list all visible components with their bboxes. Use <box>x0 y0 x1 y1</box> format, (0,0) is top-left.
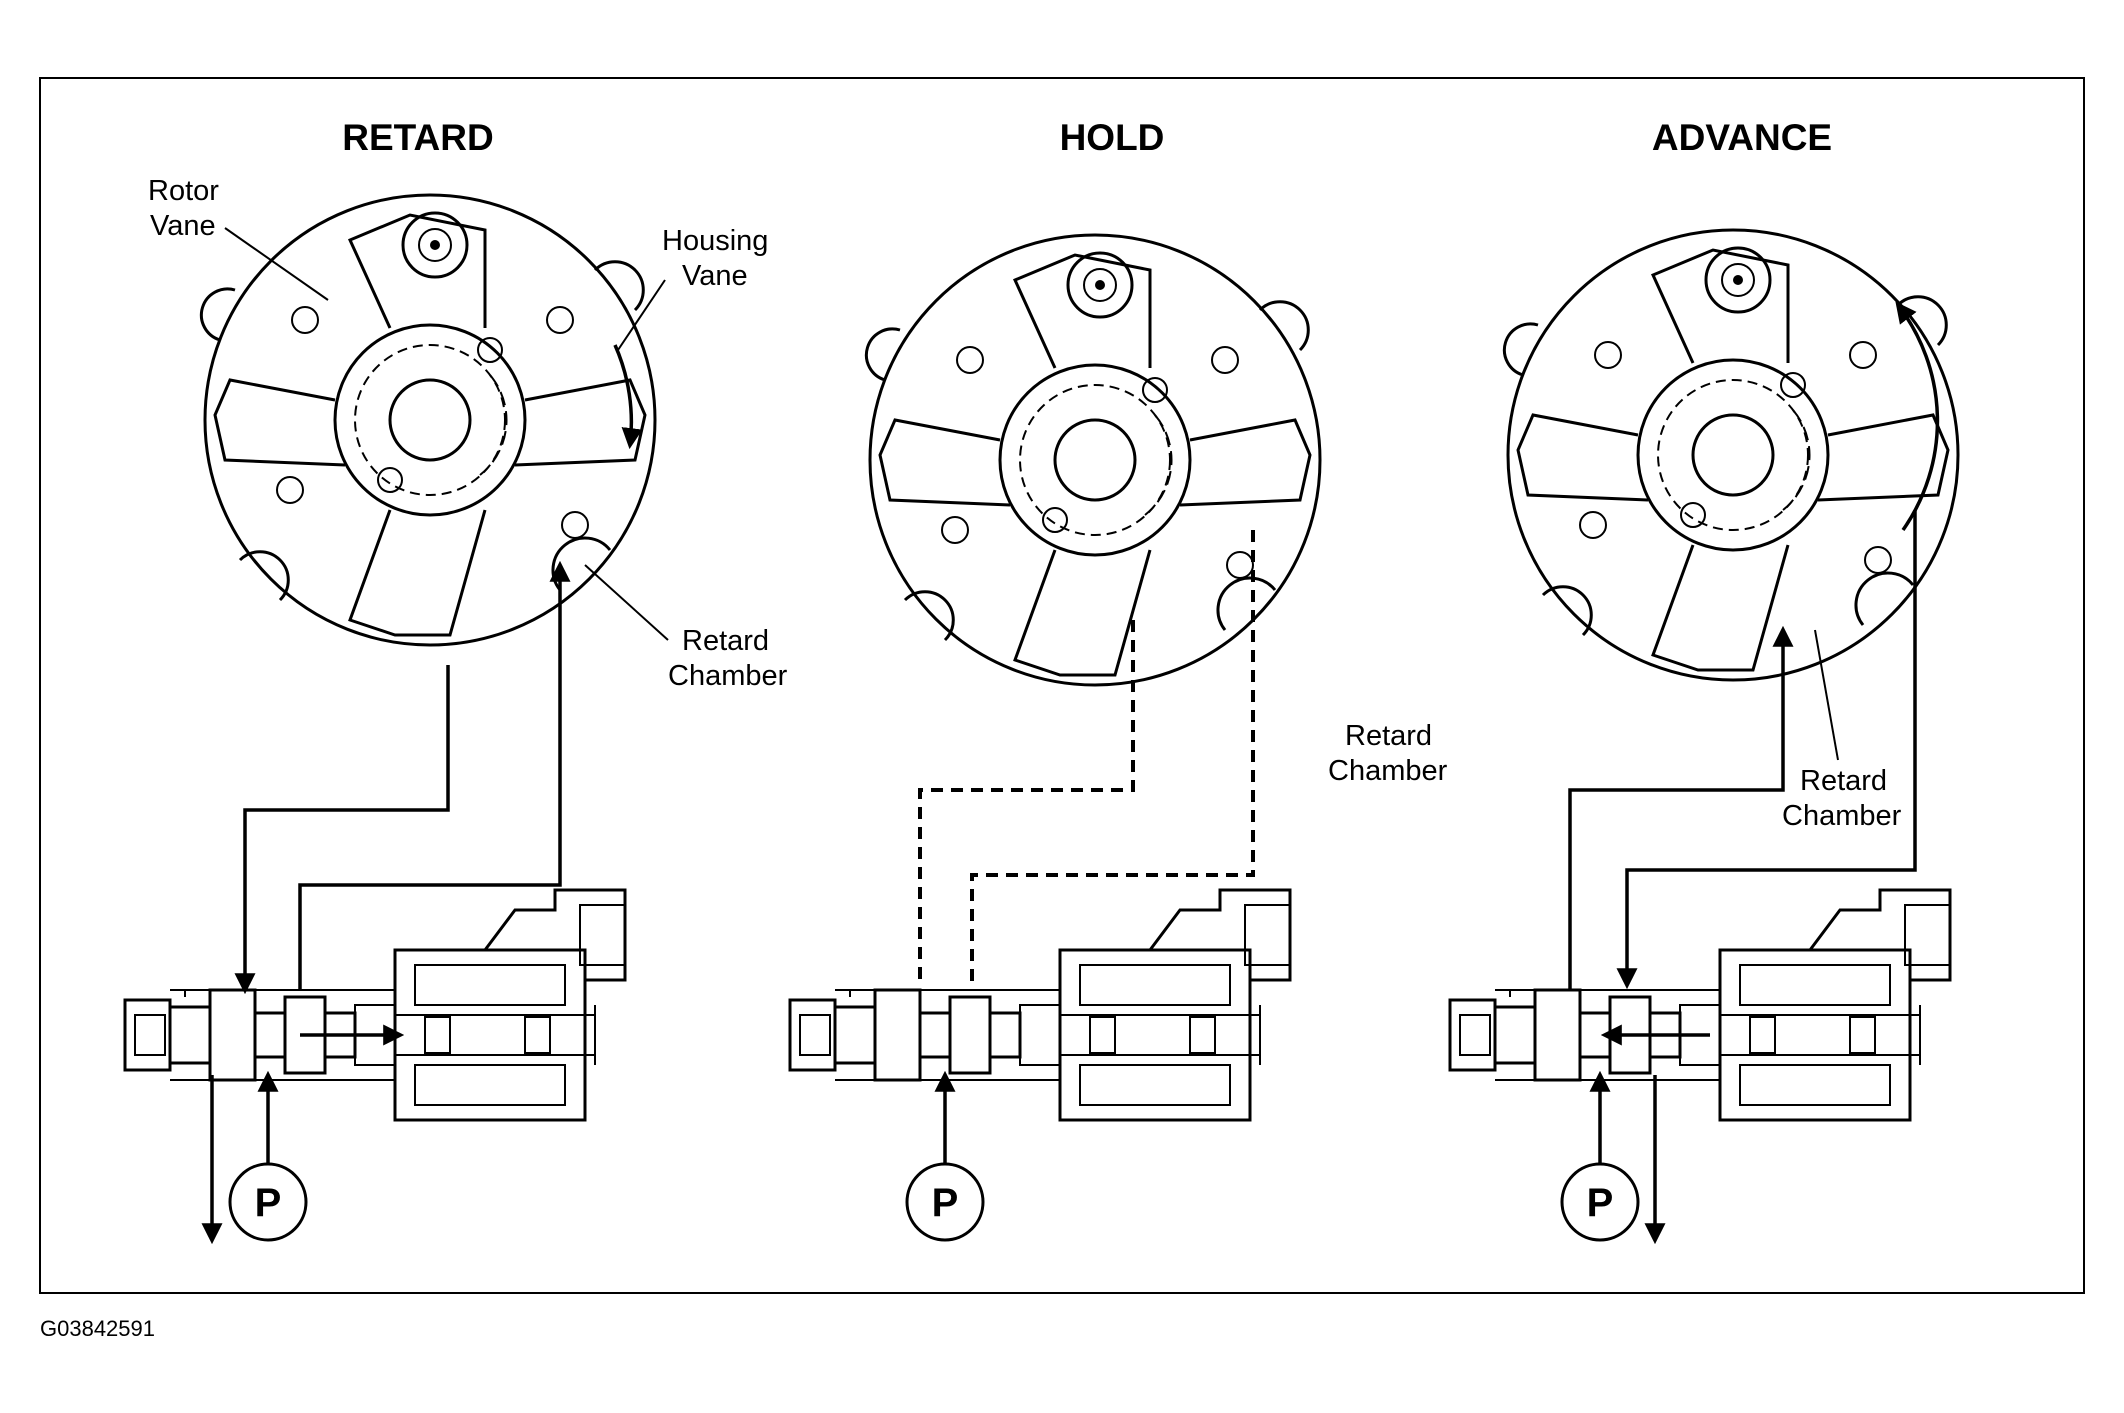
panel-title-hold: HOLD <box>1060 117 1165 158</box>
cam-phaser-retard <box>199 193 657 647</box>
cam-phaser-advance <box>1502 228 1960 682</box>
oil-control-solenoid-hold <box>788 888 1292 1122</box>
panel-title-advance: ADVANCE <box>1652 117 1832 158</box>
advance-retard-chamber-label-line1: Retard <box>1800 765 1887 797</box>
pressure-source-hold <box>905 1162 985 1242</box>
advance-retard-chamber-label-line2: Chamber <box>1782 800 1902 832</box>
oil-control-solenoid-advance <box>1448 888 1952 1122</box>
diagram-frame <box>39 77 2085 1294</box>
pressure-label-retard: P <box>255 1181 282 1225</box>
advance-feed-line <box>1568 625 1794 990</box>
advance-drain-line <box>234 665 450 995</box>
hold-retard-chamber-label-line1: Retard <box>1345 720 1432 752</box>
pressure-label-advance: P <box>1587 1181 1614 1225</box>
retard-chamber-leader <box>584 564 669 641</box>
housing-vane-label-line1: Housing <box>662 225 768 257</box>
pressure-source-advance <box>1560 1162 1640 1242</box>
advance-retard-chamber-leader <box>1814 629 1839 761</box>
rotor-vane-label-line1: Rotor <box>148 175 219 207</box>
housing-vane-leader <box>617 279 666 351</box>
pressure-source-retard <box>228 1162 308 1242</box>
pressure-label-hold: P <box>932 1181 959 1225</box>
retard-feed-line <box>298 560 571 990</box>
rotor-vane-label-line2: Vane <box>150 210 216 242</box>
panel-title-retard: RETARD <box>342 117 493 158</box>
hold-advance-line <box>918 620 1135 985</box>
retard-chamber-label-line1: Retard <box>682 625 769 657</box>
rotor-vane-leader <box>224 227 329 301</box>
hold-retard-line <box>970 530 1255 985</box>
advance-drain-return-line <box>1616 510 1917 990</box>
oil-control-solenoid-retard <box>123 888 627 1122</box>
panel-retard: RETARD Rotor Vane Housing Vane Retard Ch… <box>123 117 788 1245</box>
figure-id: G03842591 <box>40 1316 155 1341</box>
panel-advance: ADVANCE Retard Chamber P <box>1448 117 1960 1245</box>
hold-retard-chamber-label-line2: Chamber <box>1328 755 1448 787</box>
panel-hold: HOLD Retard Chamber P <box>788 117 1448 1242</box>
housing-vane-label-line2: Vane <box>682 260 748 292</box>
retard-chamber-label-line2: Chamber <box>668 660 788 692</box>
